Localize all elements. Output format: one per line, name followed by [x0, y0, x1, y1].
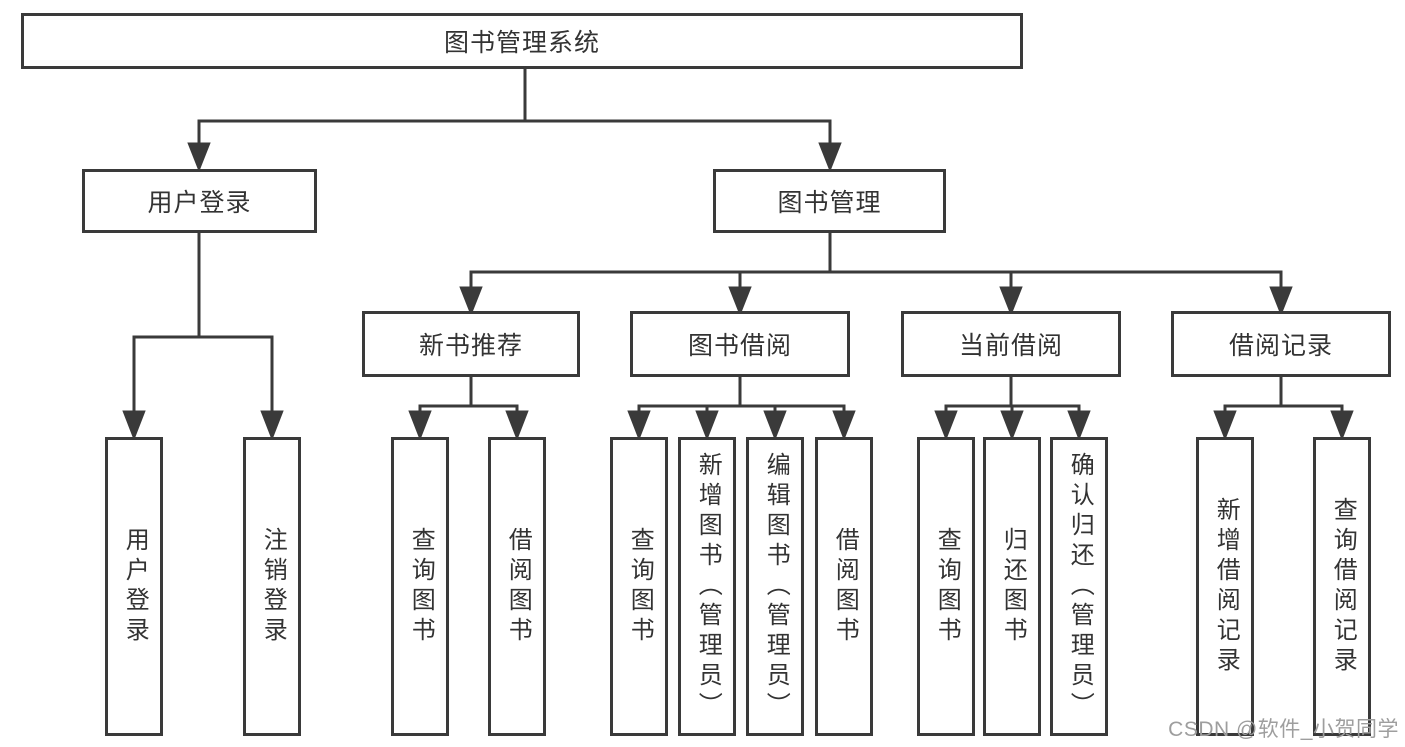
- arrowhead: [763, 410, 787, 441]
- leaf-logout: 注销登录: [243, 437, 301, 736]
- arrowhead: [459, 286, 483, 317]
- arrowhead: [832, 410, 856, 441]
- node-current-borrow: 当前借阅: [901, 311, 1121, 377]
- arrowhead: [1330, 410, 1354, 441]
- connector-current-borrow-to-leaves: [934, 377, 1091, 441]
- arrowhead: [934, 410, 958, 441]
- arrowhead: [627, 410, 651, 441]
- arrowhead: [187, 142, 211, 173]
- leaf-return-books: 归还图书: [983, 437, 1041, 736]
- arrowhead: [408, 410, 432, 441]
- connector-book-management-to-level3: [459, 233, 1293, 317]
- arrowhead: [818, 142, 842, 173]
- arrowhead: [1067, 410, 1091, 441]
- leaf-query-books-recommend: 查询图书: [391, 437, 449, 736]
- csdn-watermark: CSDN @软件_小贺同学: [1168, 718, 1399, 741]
- arrowhead: [122, 410, 146, 441]
- node-book-borrow: 图书借阅: [630, 311, 850, 377]
- connector-borrow-records-to-leaves: [1213, 377, 1354, 441]
- connector-book-borrow-to-leaves: [627, 377, 856, 441]
- connector-user-login-to-leaves: [122, 233, 284, 441]
- arrowhead: [695, 410, 719, 441]
- arrowhead: [260, 410, 284, 441]
- node-library-management-system: 图书管理系统: [21, 13, 1023, 69]
- arrowhead: [505, 410, 529, 441]
- leaf-confirm-return-admin: 确认归还（管理员）: [1050, 437, 1108, 736]
- node-user-login: 用户登录: [82, 169, 317, 233]
- node-book-management: 图书管理: [713, 169, 946, 233]
- leaf-add-books-admin: 新增图书（管理员）: [678, 437, 736, 736]
- node-new-book-recommend: 新书推荐: [362, 311, 580, 377]
- leaf-borrow-books-recommend: 借阅图书: [488, 437, 546, 736]
- arrowhead: [999, 286, 1023, 317]
- leaf-user-login: 用户登录: [105, 437, 163, 736]
- arrowhead: [1269, 286, 1293, 317]
- arrowhead: [1000, 410, 1024, 441]
- leaf-query-books-current: 查询图书: [917, 437, 975, 736]
- arrowhead: [728, 286, 752, 317]
- connector-root-to-level2: [187, 69, 842, 173]
- leaf-borrow-books: 借阅图书: [815, 437, 873, 736]
- leaf-query-books-borrow: 查询图书: [610, 437, 668, 736]
- leaf-add-borrow-record: 新增借阅记录: [1196, 437, 1254, 736]
- connector-new-book-to-leaves: [408, 377, 529, 441]
- node-borrow-records: 借阅记录: [1171, 311, 1391, 377]
- arrowhead: [1213, 410, 1237, 441]
- leaf-edit-books-admin: 编辑图书（管理员）: [746, 437, 804, 736]
- leaf-query-borrow-record: 查询借阅记录: [1313, 437, 1371, 736]
